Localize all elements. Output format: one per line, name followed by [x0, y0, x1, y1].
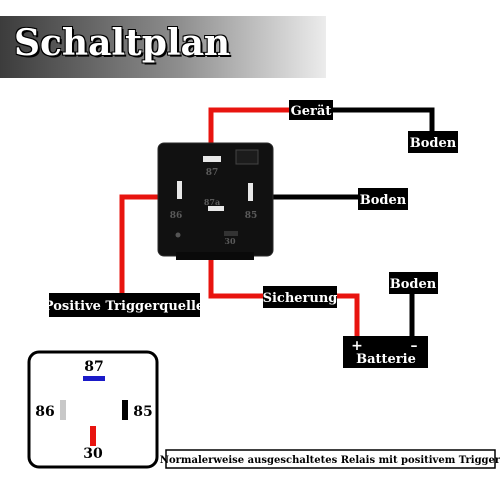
- battery: + – Batterie: [343, 336, 428, 368]
- relay-pin-87-label: 87: [206, 168, 219, 178]
- battery-plus: +: [351, 338, 363, 354]
- caption-text: Normalerweise ausgeschaltetes Relais mit…: [160, 455, 500, 466]
- svg-text:Positive Triggerquelle: Positive Triggerquelle: [44, 299, 204, 314]
- svg-text:Boden: Boden: [390, 277, 437, 292]
- relay-pin-86-label: 86: [170, 211, 183, 221]
- battery-label: Batterie: [356, 352, 416, 367]
- label-boden-mid: Boden: [358, 188, 408, 210]
- relay-pin-30-label: 30: [224, 236, 236, 246]
- label-boden-top: Boden: [408, 131, 458, 153]
- pinout-diagram: 87 86 85 30: [27, 350, 159, 469]
- relay-body: 87 86 85 87a 30: [157, 142, 274, 260]
- label-geraet: Gerät: [289, 100, 333, 120]
- relay-pin-85-label: 85: [245, 211, 258, 221]
- battery-minus: –: [411, 338, 418, 354]
- svg-text:Sicherung: Sicherung: [263, 291, 338, 306]
- pin87-marker: [83, 376, 105, 381]
- svg-text:Boden: Boden: [360, 193, 407, 208]
- label-trigger: Positive Triggerquelle: [44, 293, 204, 317]
- pinout-87-label: 87: [84, 359, 103, 375]
- label-boden-right: Boden: [389, 272, 438, 294]
- title-banner: Schaltplan: [0, 16, 326, 78]
- caption-box: Normalerweise ausgeschaltetes Relais mit…: [160, 449, 500, 469]
- svg-text:Boden: Boden: [410, 136, 457, 151]
- pin30-marker: [90, 426, 96, 446]
- pin85-marker: [122, 400, 128, 420]
- page-title: Schaltplan: [14, 22, 231, 64]
- label-sicherung: Sicherung: [263, 286, 338, 308]
- svg-text:Gerät: Gerät: [291, 104, 332, 119]
- pin86-marker: [60, 400, 66, 420]
- pinout-30-label: 30: [83, 446, 103, 462]
- wire-geraet-black: [332, 107, 435, 132]
- pinout-85-label: 85: [133, 404, 152, 420]
- relay-pin-87a-label: 87a: [204, 197, 220, 207]
- wire-fuse-battery: [336, 293, 360, 343]
- pinout-86-label: 86: [35, 404, 54, 420]
- wire-trigger: [119, 194, 158, 296]
